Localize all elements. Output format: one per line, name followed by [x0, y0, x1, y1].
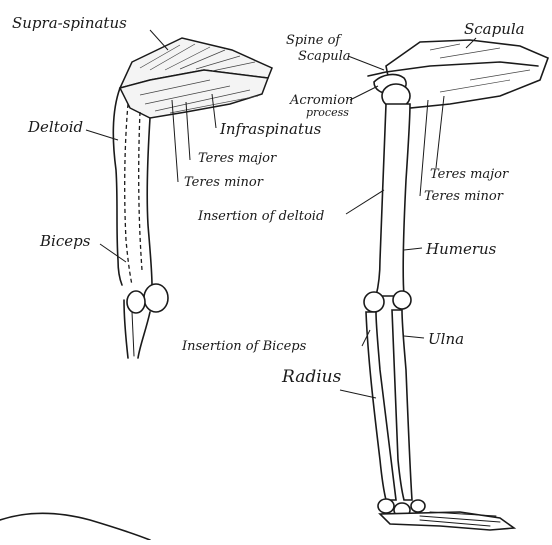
leader-acromion [350, 86, 378, 100]
right-skeleton-figure [364, 40, 548, 530]
label-supraspinatus: Supra-spinatus [12, 14, 127, 32]
leader-teres-minor-right [420, 100, 428, 196]
leader-teres-major-right [436, 96, 444, 168]
label-humerus: Humerus [425, 240, 497, 258]
label-ulna: Ulna [428, 330, 464, 348]
label-teres-minor-right: Teres minor [424, 189, 504, 204]
label-deltoid: Deltoid [27, 118, 83, 136]
label-insertion-of-biceps: Insertion of Biceps [181, 339, 307, 354]
left-upper-arm-back [147, 118, 152, 286]
left-forearm-tendon [132, 312, 134, 356]
bottom-left-outline-fragment [0, 513, 150, 540]
label-spine-of-scapula-1: Spine of [286, 33, 342, 48]
label-teres-minor-left: Teres minor [184, 175, 264, 190]
right-ulna-bone [392, 310, 412, 500]
label-scapula: Scapula [464, 20, 525, 38]
left-elbow-joint [127, 284, 168, 313]
right-radius-bone [366, 312, 396, 500]
label-infraspinatus-left: Infraspinatus [219, 120, 322, 138]
left-deltoid-muscle [113, 88, 122, 285]
left-arm-figure [113, 38, 272, 358]
leader-biceps [100, 244, 126, 262]
label-spine-of-scapula-2: Scapula [298, 49, 351, 64]
leader-supraspinatus [150, 30, 168, 50]
label-teres-major-right: Teres major [430, 167, 509, 182]
label-biceps: Biceps [39, 232, 91, 250]
leader-ulna [404, 336, 424, 338]
left-biceps-muscle [125, 104, 132, 285]
leader-spine-of-scapula [348, 56, 384, 70]
label-insertion-of-deltoid: Insertion of deltoid [197, 209, 324, 224]
left-humerus-dash [139, 112, 142, 270]
label-radius: Radius [281, 367, 342, 387]
leader-radius [340, 390, 376, 398]
right-hand-bones [378, 499, 514, 530]
leader-insertion-of-deltoid [346, 190, 384, 214]
leader-humerus [404, 248, 422, 250]
label-teres-major-left: Teres major [198, 151, 277, 166]
right-humerus-shaft [376, 104, 410, 296]
label-acromion-2: process [306, 106, 349, 119]
